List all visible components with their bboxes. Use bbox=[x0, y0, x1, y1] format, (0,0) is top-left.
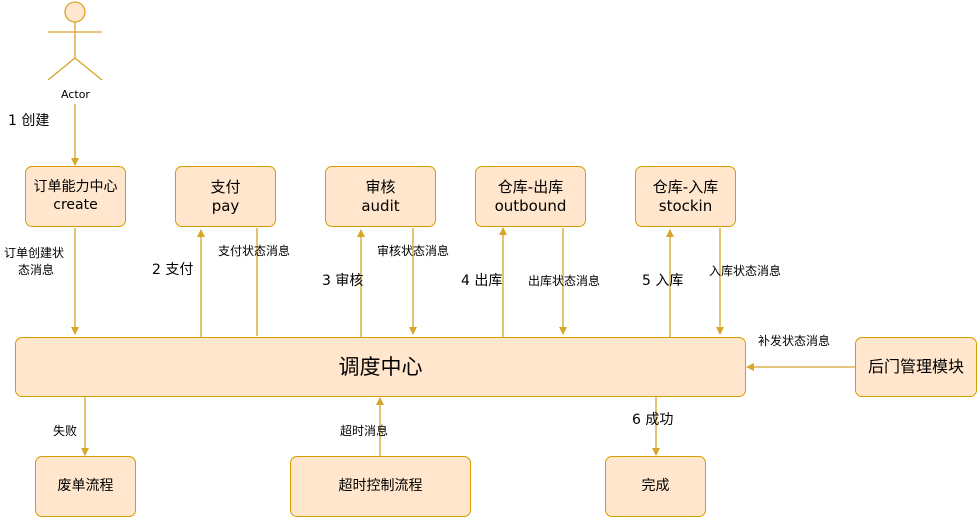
edge-label-fail: 失败 bbox=[53, 424, 78, 438]
node-scrap-flow-label: 废单流程 bbox=[57, 477, 114, 494]
edge-label-stockin-status: 入库状态消息 bbox=[709, 264, 782, 278]
edge-label-success: 6 成功 bbox=[632, 412, 674, 428]
actor-head bbox=[64, 1, 86, 23]
node-scrap-flow[interactable]: 废单流程 bbox=[35, 456, 136, 517]
node-order-center-title: 订单能力中心 bbox=[33, 179, 118, 195]
node-outbound-title: 仓库-出库 bbox=[497, 177, 564, 196]
node-outbound[interactable]: 仓库-出库 outbound bbox=[475, 166, 586, 227]
node-dispatch-center[interactable]: 调度中心 bbox=[15, 337, 746, 397]
node-backdoor-admin[interactable]: 后门管理模块 bbox=[855, 337, 977, 397]
node-order-center[interactable]: 订单能力中心 create bbox=[25, 166, 126, 227]
edge-label-audit-status: 审核状态消息 bbox=[377, 244, 450, 258]
edge-label-stockin: 5 入库 bbox=[642, 273, 684, 289]
edge-label-outbound-status: 出库状态消息 bbox=[528, 274, 601, 288]
node-outbound-code: outbound bbox=[494, 196, 567, 215]
node-order-center-code: create bbox=[53, 196, 98, 213]
node-stockin-code: stockin bbox=[658, 196, 713, 215]
actor-label: Actor bbox=[61, 88, 90, 101]
node-pay-title: 支付 bbox=[210, 177, 241, 196]
node-done[interactable]: 完成 bbox=[605, 456, 706, 517]
edge-label-replenish-status: 补发状态消息 bbox=[758, 334, 831, 348]
node-backdoor-admin-label: 后门管理模块 bbox=[867, 357, 964, 376]
node-stockin[interactable]: 仓库-入库 stockin bbox=[635, 166, 736, 227]
edge-label-audit: 3 审核 bbox=[322, 273, 364, 289]
node-dispatch-center-label: 调度中心 bbox=[338, 354, 423, 379]
node-stockin-title: 仓库-入库 bbox=[652, 177, 719, 196]
edge-label-order-status-line2: 态消息 bbox=[18, 263, 55, 277]
node-pay-code: pay bbox=[211, 196, 240, 215]
edge-label-timeout: 超时消息 bbox=[340, 424, 389, 438]
node-done-label: 完成 bbox=[641, 477, 670, 494]
edge-label-create: 1 创建 bbox=[8, 113, 50, 129]
edge-label-pay-status: 支付状态消息 bbox=[218, 244, 291, 258]
node-timeout-flow-label: 超时控制流程 bbox=[338, 477, 423, 494]
node-pay[interactable]: 支付 pay bbox=[175, 166, 276, 227]
node-audit-title: 审核 bbox=[365, 177, 396, 196]
edge-label-outbound: 4 出库 bbox=[461, 273, 503, 289]
edge-label-pay: 2 支付 bbox=[152, 262, 194, 278]
node-timeout-flow[interactable]: 超时控制流程 bbox=[290, 456, 471, 517]
actor-figure bbox=[47, 1, 103, 81]
node-audit-code: audit bbox=[361, 196, 400, 215]
edge-label-order-status-line1: 订单创建状 bbox=[4, 246, 65, 260]
node-audit[interactable]: 审核 audit bbox=[325, 166, 436, 227]
